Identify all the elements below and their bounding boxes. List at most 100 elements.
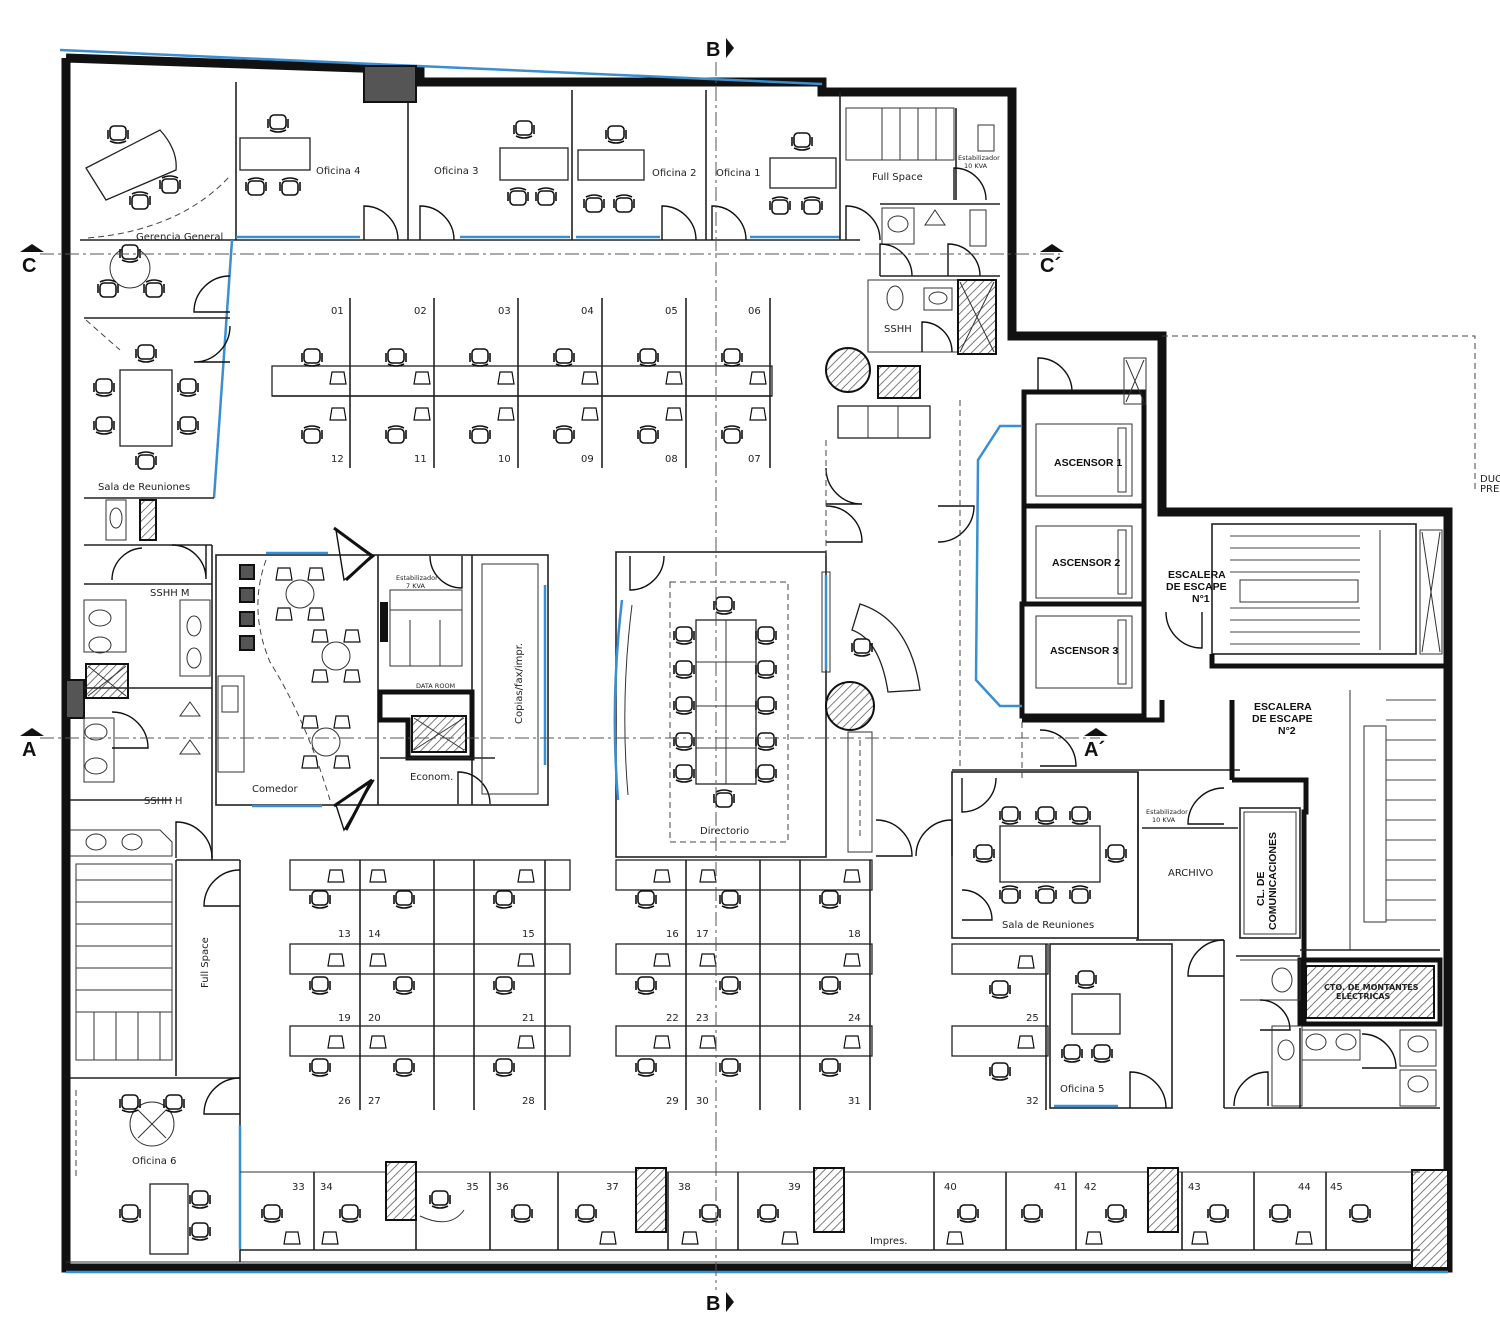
workstation-number: 30 (696, 1096, 709, 1107)
central-service-rooms (215, 526, 549, 832)
section-marker-b-top: B (706, 39, 720, 61)
workstation-number: 10 (498, 454, 511, 465)
room-label-oficina-4: Oficina 4 (316, 166, 360, 177)
workstation-number: 38 (678, 1182, 691, 1193)
workstation-number: 02 (414, 306, 427, 317)
workstation-number: 21 (522, 1013, 535, 1024)
section-marker-b-bottom: B (706, 1293, 720, 1315)
workstation-number: 05 (665, 306, 678, 317)
room-label-copias: Copias/fax/impr. (514, 643, 525, 724)
stair-1-label-line3: N°1 (1192, 593, 1210, 605)
workstation-number: 22 (666, 1013, 679, 1024)
workstation-number: 40 (944, 1182, 957, 1193)
room-label-econom: Econom. (410, 772, 453, 783)
workstation-number: 41 (1054, 1182, 1067, 1193)
room-label-ascensor-3: ASCENSOR 3 (1050, 645, 1118, 657)
room-label-archivo: ARCHIVO (1168, 868, 1213, 879)
cl-comunicaciones-line1: CL. DE (1255, 872, 1267, 906)
section-marker-c-left: C (22, 255, 36, 277)
workstation-number: 26 (338, 1096, 351, 1107)
workstation-number: 35 (466, 1182, 479, 1193)
workstation-numbers-middle: 13 14 15 16 17 18 19 20 21 22 23 24 25 2… (338, 929, 1039, 1107)
workstation-number: 04 (581, 306, 594, 317)
labels: B B C C´ A A´ Gerencia General Sala de R… (22, 39, 1500, 1315)
workstation-number: 16 (666, 929, 679, 940)
room-label-oficina-1: Oficina 1 (716, 168, 760, 179)
workstation-number: 15 (522, 929, 535, 940)
workstation-number: 13 (338, 929, 351, 940)
room-label-sala-reuniones-1: Sala de Reuniones (98, 482, 190, 493)
workstation-number: 29 (666, 1096, 679, 1107)
estabilizador-top-line1: Estabilizador (958, 154, 1000, 162)
core-elevators-stairs (937, 357, 1448, 951)
workstation-number: 09 (581, 454, 594, 465)
room-label-sshh-h: SSHH H (144, 796, 182, 807)
workstation-number: 25 (1026, 1013, 1039, 1024)
workstation-number: 11 (414, 454, 427, 465)
stair-2-label-line2: DE ESCAPE (1252, 713, 1313, 725)
room-label-directorio: Directorio (700, 826, 749, 837)
room-label-oficina-6: Oficina 6 (132, 1156, 176, 1167)
room-label-full-space-left: Full Space (200, 937, 211, 988)
top-offices (80, 82, 1000, 439)
workstation-number: 37 (606, 1182, 619, 1193)
workstation-number: 20 (368, 1013, 381, 1024)
workstation-numbers-bottom: 33 34 35 36 37 38 39 40 41 42 43 44 45 (292, 1182, 1343, 1193)
section-marker-a-right: A´ (1084, 739, 1105, 761)
workstation-number: 06 (748, 306, 761, 317)
workstation-number: 17 (696, 929, 709, 940)
workstation-number: 07 (748, 454, 761, 465)
right-rooms (951, 769, 1443, 1109)
workstation-number: 33 (292, 1182, 305, 1193)
stair-1-label-line2: DE ESCAPE (1166, 581, 1227, 593)
room-label-ascensor-2: ASCENSOR 2 (1052, 557, 1120, 569)
workstation-number: 12 (331, 454, 344, 465)
cto-montantes-line1: CTO. DE MONTANTES (1324, 983, 1419, 992)
workstation-number: 18 (848, 929, 861, 940)
workstation-number: 27 (368, 1096, 381, 1107)
workstation-cluster-top (271, 298, 773, 468)
estabilizador-right-line1: Estabilizador (1146, 808, 1188, 816)
workstation-numbers-top: 01 02 03 04 05 06 12 11 10 09 08 07 (331, 306, 761, 465)
workstation-number: 32 (1026, 1096, 1039, 1107)
workstation-number: 36 (496, 1182, 509, 1193)
room-label-gerencia-general: Gerencia General (136, 232, 223, 243)
room-label-full-space-top: Full Space (872, 172, 923, 183)
directorio-room (613, 440, 953, 858)
workstation-number: 42 (1084, 1182, 1097, 1193)
room-label-sala-reuniones-2: Sala de Reuniones (1002, 920, 1094, 931)
stair-1-label-line1: ESCALERA (1168, 569, 1226, 581)
cto-montantes-line2: ELECTRICAS (1336, 992, 1391, 1001)
workstation-cluster-bottom (240, 1161, 1420, 1251)
room-label-oficina-2: Oficina 2 (652, 168, 696, 179)
workstation-number: 19 (338, 1013, 351, 1024)
stair-2-label-line3: N°2 (1278, 725, 1296, 737)
cl-comunicaciones-line2: COMUNICACIONES (1267, 832, 1279, 930)
workstation-number: 45 (1330, 1182, 1343, 1193)
room-label-impres: Impres. (870, 1236, 907, 1247)
workstation-number: 23 (696, 1013, 709, 1024)
edge-text-1: DUC (1480, 474, 1500, 485)
workstation-number: 43 (1188, 1182, 1201, 1193)
estabilizador-data-line1: Estabilizador (396, 574, 438, 582)
workstation-number: 08 (665, 454, 678, 465)
stair-2-label-line1: ESCALERA (1254, 701, 1312, 713)
edge-text-2: PRE (1480, 484, 1499, 495)
estabilizador-data-line2: 7 KVA (406, 582, 425, 590)
section-lines (20, 38, 1108, 1312)
estabilizador-right-line2: 10 KVA (1152, 816, 1176, 824)
workstation-number: 03 (498, 306, 511, 317)
workstation-number: 28 (522, 1096, 535, 1107)
room-label-comedor: Comedor (252, 784, 298, 795)
room-label-oficina-3: Oficina 3 (434, 166, 478, 177)
room-label-sshh-m: SSHH M (150, 588, 190, 599)
workstation-number: 31 (848, 1096, 861, 1107)
room-label-ascensor-1: ASCENSOR 1 (1054, 457, 1122, 469)
workstation-number: 39 (788, 1182, 801, 1193)
workstation-number: 44 (1298, 1182, 1311, 1193)
room-label-oficina-5: Oficina 5 (1060, 1084, 1104, 1095)
workstation-number: 34 (320, 1182, 333, 1193)
section-marker-c-right: C´ (1040, 255, 1061, 277)
workstation-number: 14 (368, 929, 381, 940)
room-label-data-room: DATA ROOM (416, 682, 455, 690)
